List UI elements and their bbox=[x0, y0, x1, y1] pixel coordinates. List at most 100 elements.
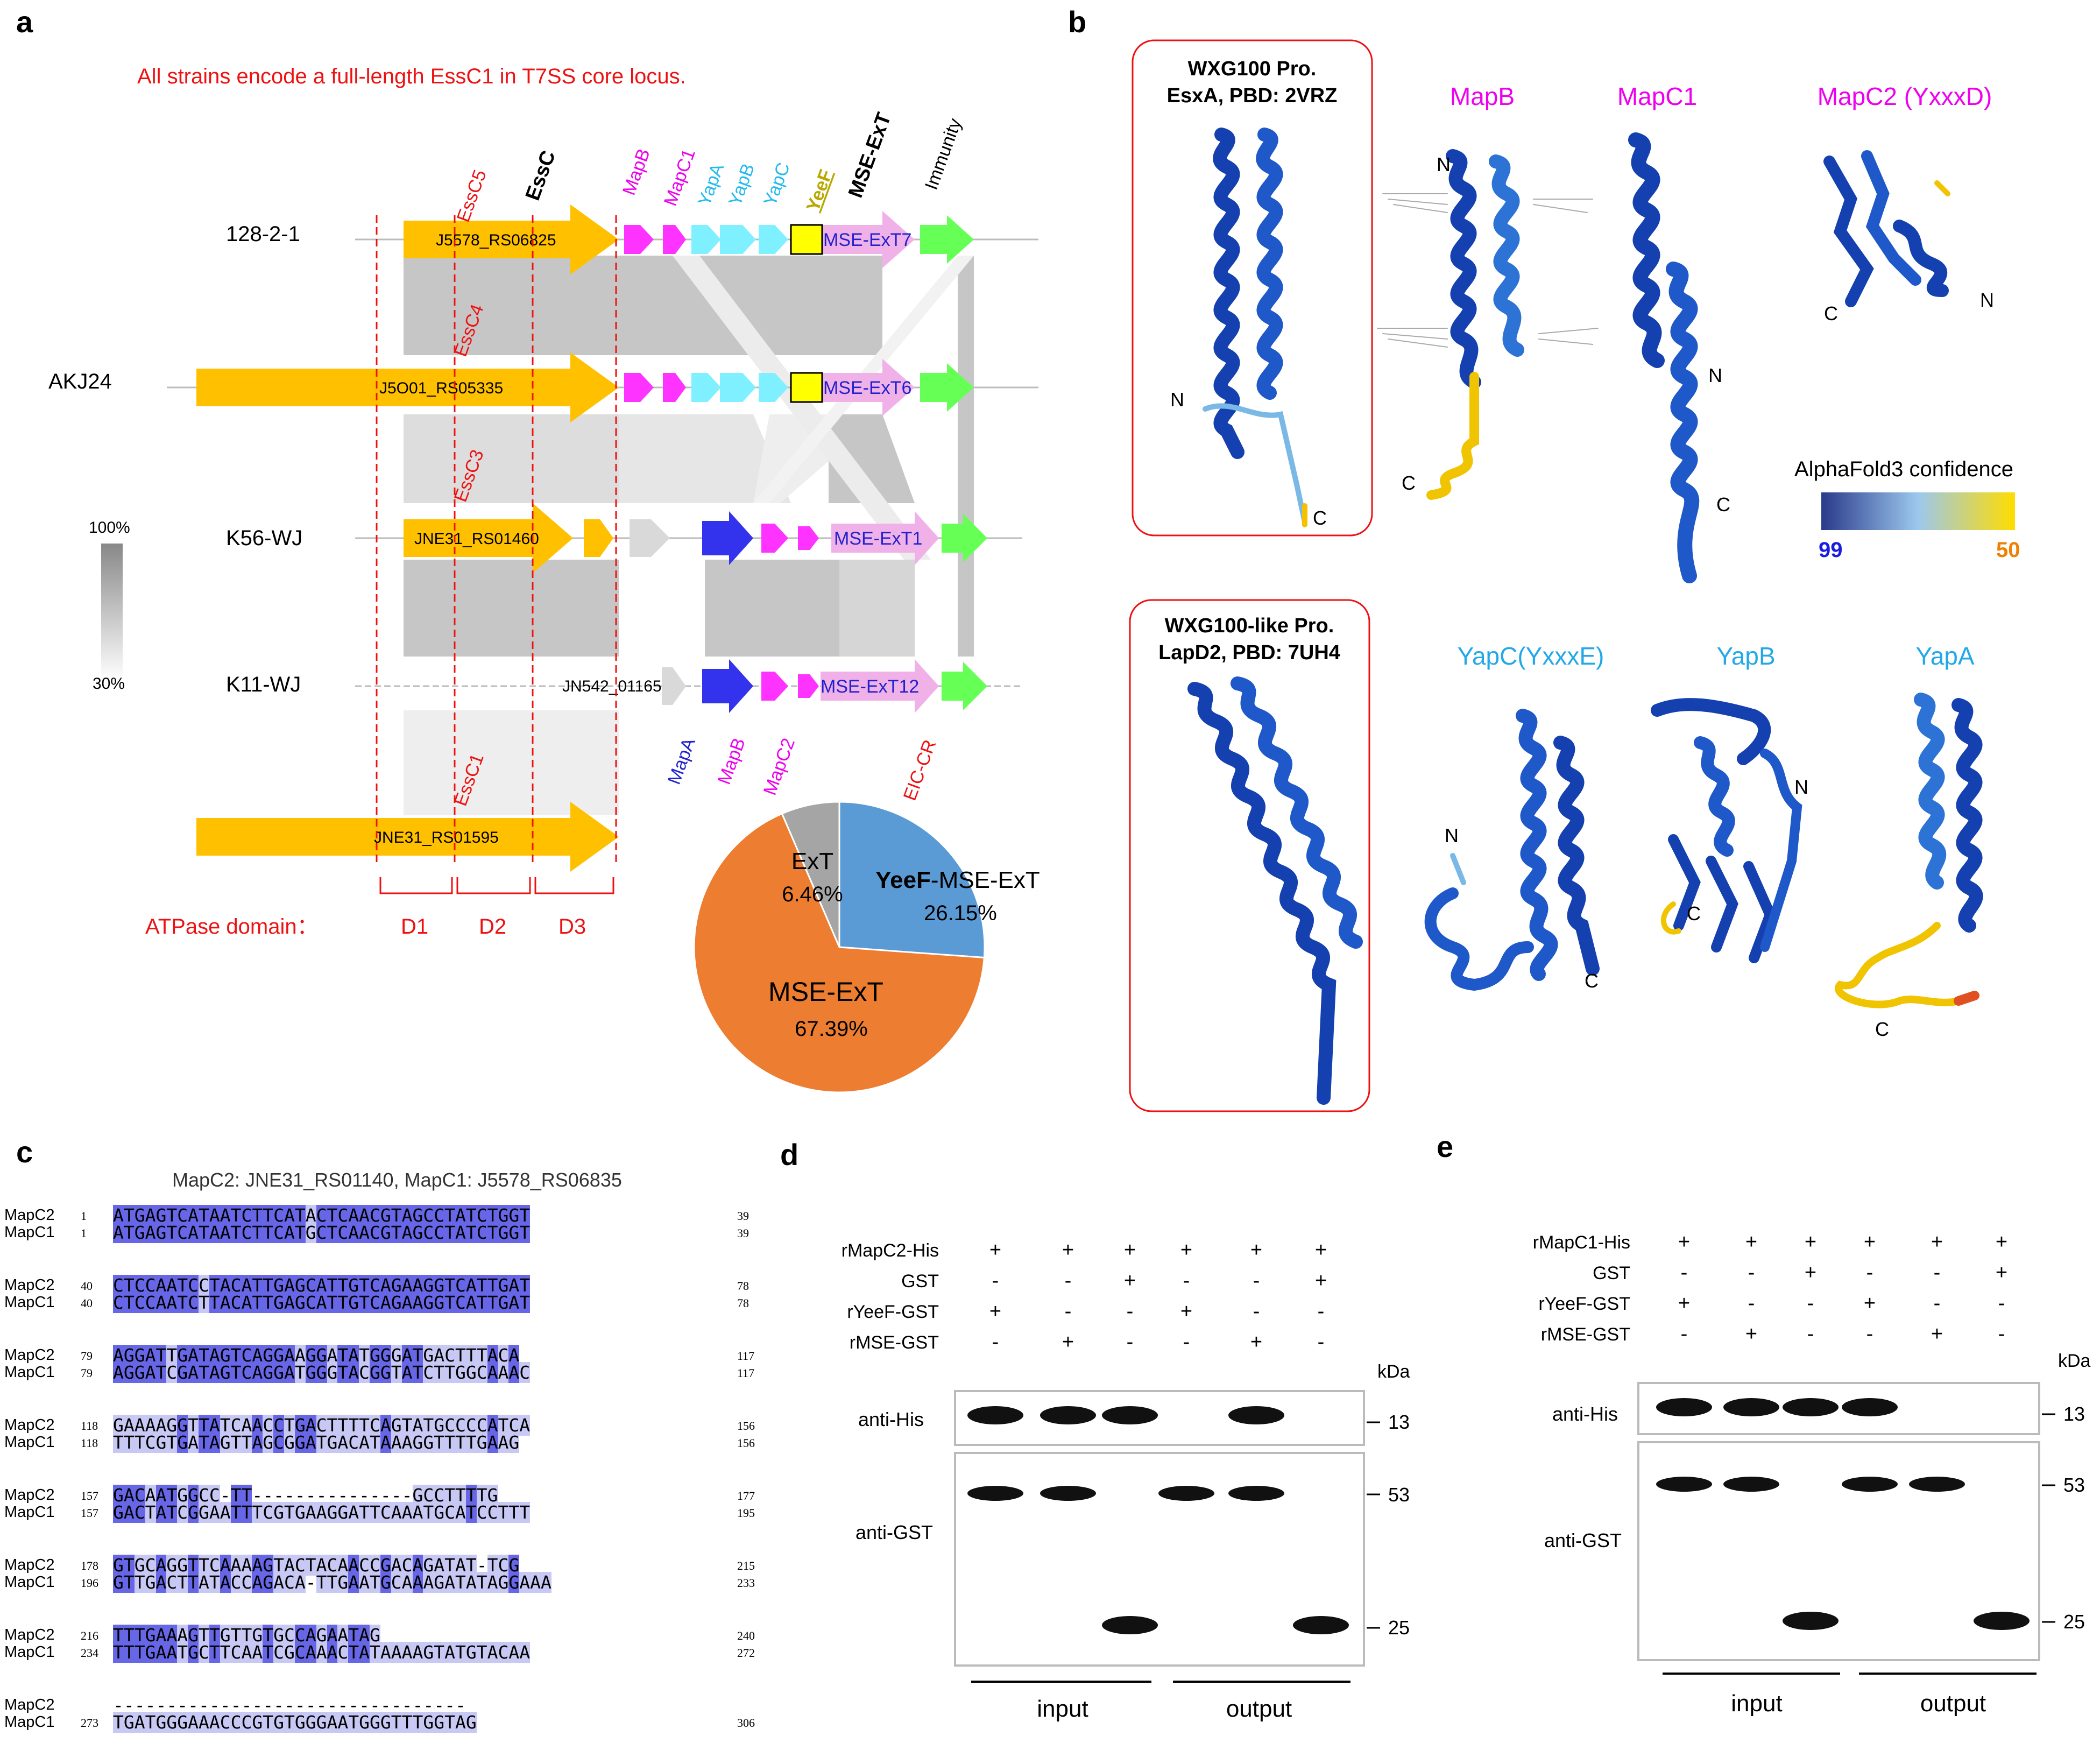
alignment-seq-name: MapC1 bbox=[4, 1294, 55, 1311]
blot-band bbox=[1293, 1616, 1349, 1634]
condition-label: rYeeF-GST bbox=[1538, 1294, 1630, 1314]
top-gene-yapb: YapB bbox=[725, 161, 759, 209]
alignment-start: 79 bbox=[81, 1366, 93, 1380]
gene-arrows-row3 bbox=[702, 511, 987, 565]
yapc-c: C bbox=[1585, 970, 1599, 992]
condition-sign: + bbox=[1315, 1269, 1327, 1292]
box-wxg100 bbox=[1132, 39, 1373, 537]
structure-yapb bbox=[1651, 698, 1802, 963]
pie-slice-percent: 26.15% bbox=[924, 901, 997, 925]
gene-arrows-row1 bbox=[624, 211, 974, 268]
mapc1-gene-1 bbox=[663, 225, 686, 254]
blot-band bbox=[1842, 1477, 1898, 1492]
mse-label-4: MSE-ExT12 bbox=[821, 676, 919, 697]
alignment-seq-name: MapC2 bbox=[4, 1206, 55, 1224]
mapc1-n: N bbox=[1708, 364, 1722, 386]
condition-sign: + bbox=[1124, 1239, 1136, 1261]
condition-sign: - bbox=[1998, 1292, 2005, 1315]
alignment-sequence: GTGCAGGTTCAAAAGTACTACAACCGACAGATAT-TCG bbox=[113, 1555, 520, 1576]
alignment-sequence: TTTCGTGATAGTTAGCGGATGACATAAAGGTTTTGAAG bbox=[113, 1432, 520, 1453]
alignment-sequence: ATGAGTCATAATCTTCATGCTCAACGTAGCCTATCTGGT bbox=[113, 1222, 531, 1243]
blot-band bbox=[967, 1406, 1023, 1424]
d-anti-his: anti-His bbox=[858, 1408, 924, 1430]
panel-b: WXG100 Pro. EsxA, PBD: 2VRZ WXG100-like … bbox=[1129, 39, 2020, 1112]
panel-label-d: d bbox=[780, 1138, 798, 1172]
domain-d1: D1 bbox=[401, 915, 428, 939]
yapb-c: C bbox=[1687, 902, 1701, 925]
structure-lapd2 bbox=[1187, 676, 1363, 1105]
band-essc-3-4 bbox=[404, 560, 619, 657]
domain-d3: D3 bbox=[558, 915, 586, 939]
alignment-start: 178 bbox=[81, 1559, 98, 1572]
alignment-sequence: --------------------------------- bbox=[113, 1695, 466, 1716]
mse-gene-3 bbox=[831, 511, 939, 565]
alignment-seq-name: MapC2 bbox=[4, 1416, 55, 1434]
gene-arrows-row2 bbox=[624, 359, 974, 416]
essc5-label: EssC5 bbox=[453, 167, 491, 225]
bottom-gene-mapc2: MapC2 bbox=[760, 736, 799, 798]
condition-sign: - bbox=[1998, 1323, 2005, 1345]
domain-lines bbox=[376, 215, 617, 866]
mapa-gene-4 bbox=[702, 659, 753, 713]
condition-sign: + bbox=[989, 1239, 1001, 1261]
d-bands bbox=[967, 1406, 1349, 1634]
band-mse-3-4 bbox=[839, 560, 915, 657]
alignment-seq-name: MapC1 bbox=[4, 1643, 55, 1661]
title-yapb: YapB bbox=[1716, 642, 1775, 670]
e-marker-ticks bbox=[2042, 1413, 2055, 1623]
essc-arrow-3b bbox=[584, 519, 613, 557]
alignment-end: 306 bbox=[737, 1716, 755, 1730]
alignment-seq-name: MapC1 bbox=[4, 1224, 55, 1241]
e-marker-53: 53 bbox=[2063, 1474, 2085, 1496]
domain-d2: D2 bbox=[479, 915, 506, 939]
mapa-gene-3 bbox=[702, 511, 753, 565]
blot-band bbox=[1040, 1406, 1096, 1424]
gray-gene-4 bbox=[662, 667, 686, 705]
yapb-gene-2 bbox=[720, 373, 756, 402]
condition-sign: + bbox=[1996, 1261, 2007, 1284]
band-essc-4-5 bbox=[404, 710, 619, 815]
mse-gene-4 bbox=[821, 659, 939, 713]
strain-name-2: AKJ24 bbox=[48, 370, 112, 393]
title-mapb: MapB bbox=[1450, 82, 1515, 110]
title-mapc1: MapC1 bbox=[1617, 82, 1697, 110]
panel-label-e: e bbox=[1437, 1130, 1453, 1163]
identity-scale-max: 100% bbox=[89, 519, 130, 537]
d-output-label: output bbox=[1226, 1696, 1292, 1722]
d-blot-gst bbox=[954, 1452, 1365, 1667]
alignment-end: 272 bbox=[737, 1646, 755, 1660]
condition-sign: + bbox=[1996, 1231, 2007, 1253]
alignment-end: 156 bbox=[737, 1419, 755, 1433]
alignment-seq-name: MapC2 bbox=[4, 1556, 55, 1574]
mapc2-c: C bbox=[1824, 302, 1838, 324]
panel-a-banner: All strains encode a full-length EssC1 i… bbox=[137, 65, 686, 88]
imm-gene-1 bbox=[920, 215, 974, 264]
alignment-end: 215 bbox=[737, 1559, 755, 1572]
e-marker-13: 13 bbox=[2063, 1403, 2085, 1425]
alignment-end: 117 bbox=[737, 1349, 755, 1363]
d-marker-25: 25 bbox=[1388, 1617, 1410, 1639]
blot-band bbox=[1228, 1486, 1284, 1501]
condition-sign: - bbox=[1681, 1323, 1688, 1345]
pie-slice-label: ExT bbox=[791, 848, 833, 874]
yapa-c: C bbox=[1875, 1018, 1889, 1040]
bracket-d1 bbox=[379, 877, 453, 894]
alignment-start: 234 bbox=[81, 1646, 98, 1660]
condition-sign: - bbox=[1183, 1269, 1190, 1292]
alignment-end: 233 bbox=[737, 1576, 755, 1590]
yeef-gene-2 bbox=[790, 372, 823, 403]
bottom-gene-mapa: MapA bbox=[664, 735, 699, 787]
blot-band bbox=[1783, 1612, 1839, 1630]
strain-name-4: K11-WJ bbox=[226, 673, 301, 696]
band-essc-2-3 bbox=[404, 414, 619, 503]
imm-gene-3 bbox=[942, 514, 987, 562]
condition-sign: - bbox=[992, 1331, 999, 1353]
confidence-high: 99 bbox=[1819, 538, 1843, 562]
alignment-end: 39 bbox=[737, 1226, 749, 1240]
condition-sign: - bbox=[1065, 1300, 1072, 1323]
alignment-seq-name: MapC1 bbox=[4, 1434, 55, 1451]
alignment-start: 118 bbox=[81, 1419, 98, 1433]
blot-band bbox=[1102, 1406, 1158, 1424]
panel-e: rMapC1-His++++++GST--+--+rYeeF-GST+--+--… bbox=[1533, 1231, 2091, 1717]
pie-slice-percent: 6.46% bbox=[782, 883, 843, 906]
